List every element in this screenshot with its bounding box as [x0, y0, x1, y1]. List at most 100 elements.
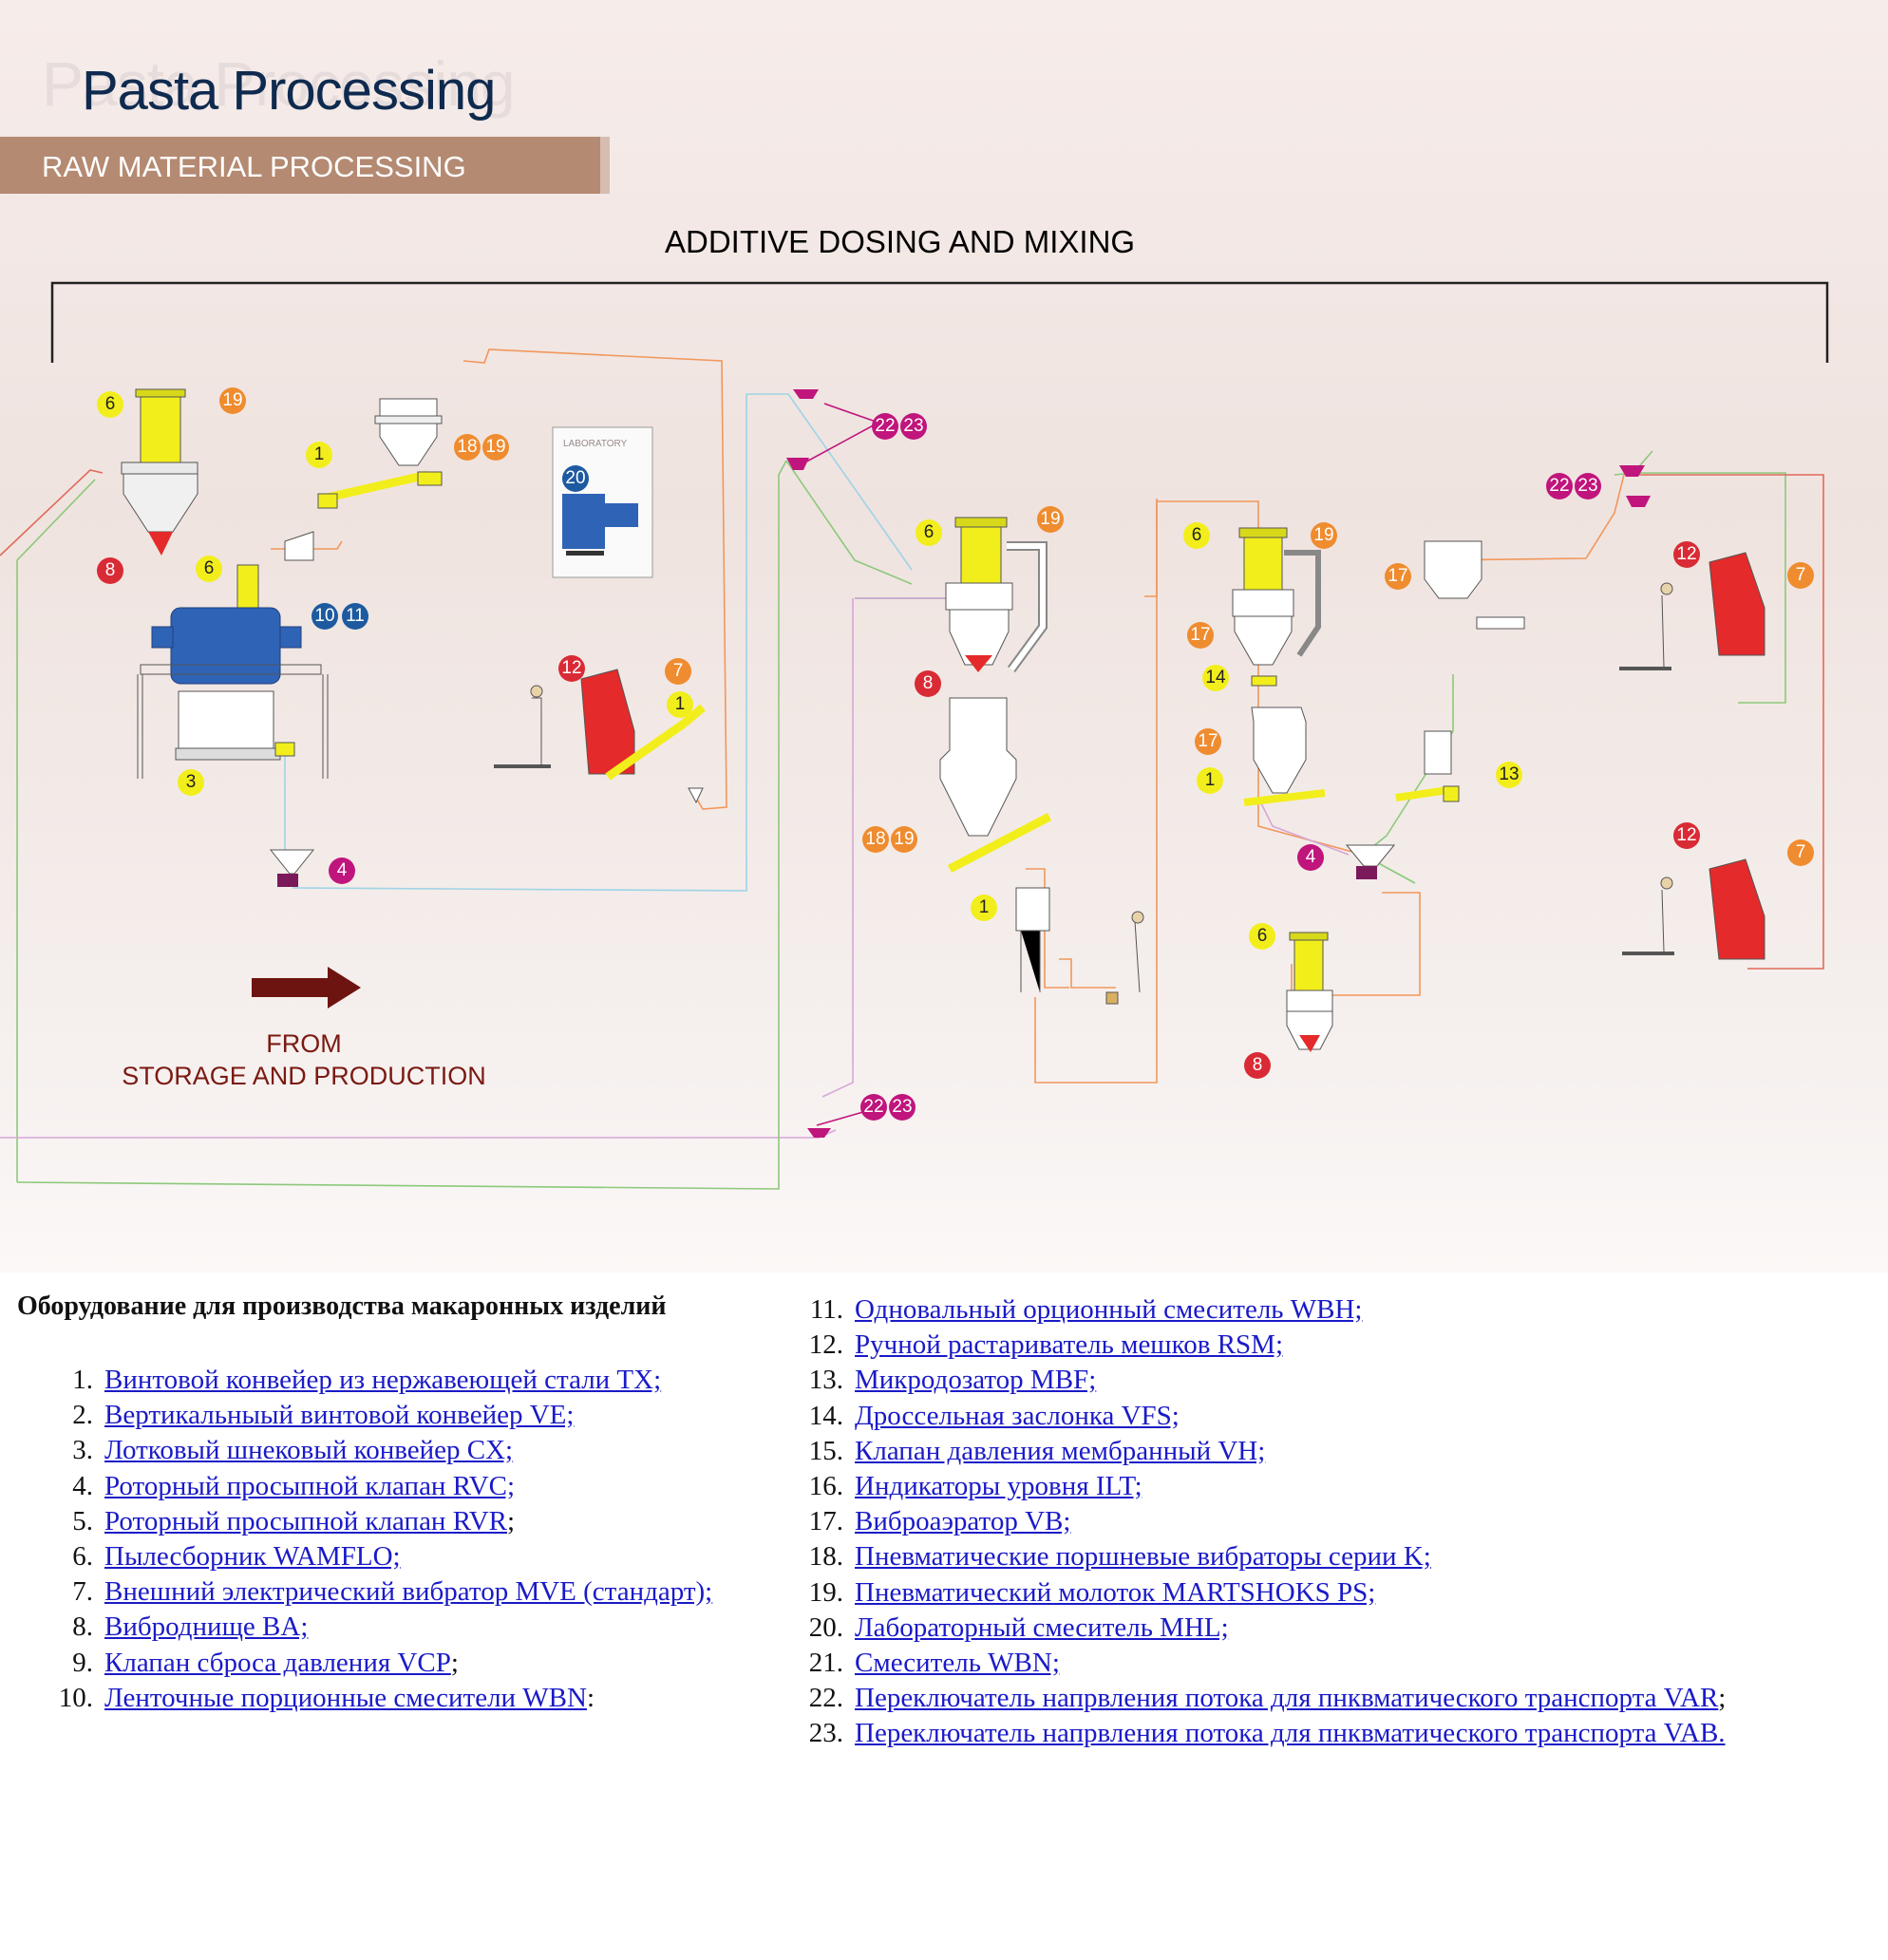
legend-item-suffix: ;: [1718, 1683, 1727, 1714]
legend-item-link[interactable]: Винтовой конвейер из нержавеющей стали T…: [104, 1365, 662, 1395]
legend-item: 18.Пневматические поршневые вибраторы се…: [788, 1539, 1726, 1574]
legend-item: 11. Одновальный орционный смеситель WBH;: [788, 1292, 1726, 1328]
legend-item-number: 2.: [72, 1400, 93, 1431]
legend-item-number: 21.: [808, 1648, 843, 1679]
legend-item: 5. Роторный просыпной клапан RVR;: [38, 1504, 712, 1539]
title-shadow: Pasta Processing: [42, 48, 516, 119]
badge-10: 10: [312, 603, 338, 630]
badge-6: 6: [916, 519, 942, 546]
badge-11: 11: [342, 603, 368, 630]
badge-17: 17: [1187, 622, 1214, 649]
badge-23: 23: [889, 1094, 916, 1121]
from-storage-label: FROM STORAGE AND PRODUCTION: [122, 1029, 486, 1090]
badge-6: 6: [1183, 522, 1210, 549]
feeder-unit-1: [284, 398, 443, 561]
legend-item-link[interactable]: Ленточные порционные смесители WBN: [104, 1682, 587, 1713]
legend-list-left: 1. Винтовой конвейер из нержавеющей стали…: [38, 1363, 712, 1716]
laboratory-label: LABORATORY: [563, 439, 628, 449]
legend-item-link[interactable]: Смеситель WBN;: [855, 1648, 1060, 1679]
legend-item-link[interactable]: Виброаэратор VB;: [855, 1506, 1071, 1537]
legend-item-link[interactable]: Клапан сброса давления VCP: [104, 1647, 451, 1678]
badge-8: 8: [1244, 1052, 1271, 1079]
mixer-station-left: [121, 388, 329, 887]
laboratory-box: [552, 426, 653, 578]
badge-12: 12: [558, 655, 585, 682]
badge-19: 19: [891, 826, 917, 853]
legend-item-number: 16.: [808, 1471, 843, 1502]
legend-item: 13.Микродозатор MBF;: [788, 1363, 1726, 1398]
legend-item-suffix: ;: [450, 1647, 459, 1678]
badge-6: 6: [196, 556, 222, 582]
legend-item-link[interactable]: Переключатель напрвления потока для пнкв…: [855, 1718, 1726, 1749]
badge-4: 4: [1297, 844, 1324, 871]
badge-23: 23: [900, 413, 927, 440]
legend-item-link[interactable]: Индикаторы уровня ILT;: [855, 1471, 1142, 1502]
badge-19: 19: [1311, 522, 1337, 549]
section-banner: [0, 137, 608, 194]
legend-item: 10.Ленточные порционные смесители WBN:: [38, 1681, 712, 1716]
legend-list-right: 11.Одновальный орционный смеситель WBH;1…: [788, 1292, 1727, 1752]
legend-item-link[interactable]: Одновальный орционный смеситель WBH;: [855, 1294, 1363, 1325]
legend-item-link[interactable]: Переключатель напрвления потока для пнкв…: [855, 1683, 1719, 1714]
badge-4: 4: [329, 858, 355, 884]
legend-item: 15. Клапан давления мембранный VH;: [788, 1434, 1726, 1469]
badge-17: 17: [1195, 728, 1221, 755]
legend-item-number: 19.: [808, 1576, 843, 1608]
legend-item-link[interactable]: Виброднище BA;: [104, 1611, 309, 1643]
legend-item-number: 5.: [72, 1505, 93, 1536]
legend-item-link[interactable]: Пылесборник WAMFLO;: [104, 1541, 401, 1573]
legend-item-link[interactable]: Роторный просыпной клапан RVC;: [104, 1470, 516, 1501]
legend-item-link[interactable]: Пневматический молоток MARTSHOKS PS;: [855, 1576, 1376, 1608]
legend-item: 6.Пылесборник WAMFLO;: [38, 1539, 712, 1574]
legend-item-link[interactable]: Микродозатор MBF;: [855, 1365, 1097, 1396]
legend-item: 14.Дроссельная заслонка VFS;: [788, 1399, 1726, 1434]
badge-19: 19: [1037, 506, 1064, 533]
legend-item: 20.Лабораторный смеситель MHL;: [788, 1611, 1726, 1646]
flow-switches: [786, 389, 1651, 1138]
legend-item-number: 11.: [809, 1294, 843, 1325]
badge-1: 1: [971, 895, 997, 921]
badge-19: 19: [482, 434, 509, 461]
legend-item-number: 15.: [808, 1435, 843, 1466]
center-receiver: [939, 517, 1144, 1005]
badge-3: 3: [178, 769, 204, 796]
legend-item-number: 17.: [808, 1506, 843, 1537]
legend-item-link[interactable]: Лотковый шнековый конвейер CX;: [104, 1435, 514, 1466]
legend-item-number: 1.: [72, 1365, 93, 1395]
legend-item-number: 8.: [72, 1611, 93, 1643]
badge-6: 6: [1249, 923, 1275, 950]
badge-14: 14: [1202, 665, 1229, 691]
legend-item-link[interactable]: Ручной растариватель мешков RSM;: [855, 1329, 1284, 1361]
page-title: Pasta Processing: [82, 60, 496, 122]
legend-item-number: 3.: [72, 1435, 93, 1466]
legend-item: 23.Переключатель напрвления потока для п…: [788, 1716, 1726, 1751]
badge-13: 13: [1496, 762, 1522, 788]
bottom-receiver: [1286, 932, 1333, 1052]
legend-item-number: 7.: [72, 1576, 93, 1608]
legend-item-suffix: :: [586, 1682, 595, 1713]
badge-17: 17: [1385, 563, 1411, 590]
legend-item-link[interactable]: Роторный просыпной клапан RVR: [104, 1505, 508, 1536]
legend-item-link[interactable]: Внешний электрический вибратор MVE (стан…: [104, 1576, 713, 1608]
badge-22: 22: [860, 1094, 887, 1121]
legend-item-link[interactable]: Вертикальныый винтовой конвейер VE;: [104, 1400, 575, 1431]
flow-diagram-svg: [0, 281, 1829, 1190]
badge-12: 12: [1673, 541, 1700, 568]
legend-item-number: 12.: [808, 1329, 843, 1361]
legend-item: 22.Переключатель напрвления потока для п…: [788, 1681, 1727, 1716]
legend-item-suffix: ;: [507, 1505, 516, 1536]
legend-item-link[interactable]: Лабораторный смеситель MHL;: [855, 1611, 1229, 1643]
legend-item: 16. Индикаторы уровня ILT;: [788, 1469, 1726, 1504]
section-title: ADDITIVE DOSING AND MIXING: [665, 224, 1136, 259]
banner-text: RAW MATERIAL PROCESSING: [42, 150, 466, 183]
banner-edge: [600, 137, 610, 194]
badge-7: 7: [1787, 562, 1814, 589]
legend-item: 1. Винтовой конвейер из нержавеющей стали…: [38, 1363, 712, 1398]
bag-dump-station-3: [1622, 858, 1765, 960]
legend-item-link[interactable]: Пневматические поршневые вибраторы серии…: [855, 1541, 1431, 1573]
legend-item-link[interactable]: Клапан давления мембранный VH;: [855, 1435, 1266, 1466]
legend-item-link[interactable]: Дроссельная заслонка VFS;: [855, 1400, 1180, 1431]
process-diagram: Pasta Processing Pasta Processing RAW MA…: [0, 0, 1888, 1272]
bag-dump-station-2: [1619, 552, 1765, 670]
badge-6: 6: [97, 391, 123, 418]
